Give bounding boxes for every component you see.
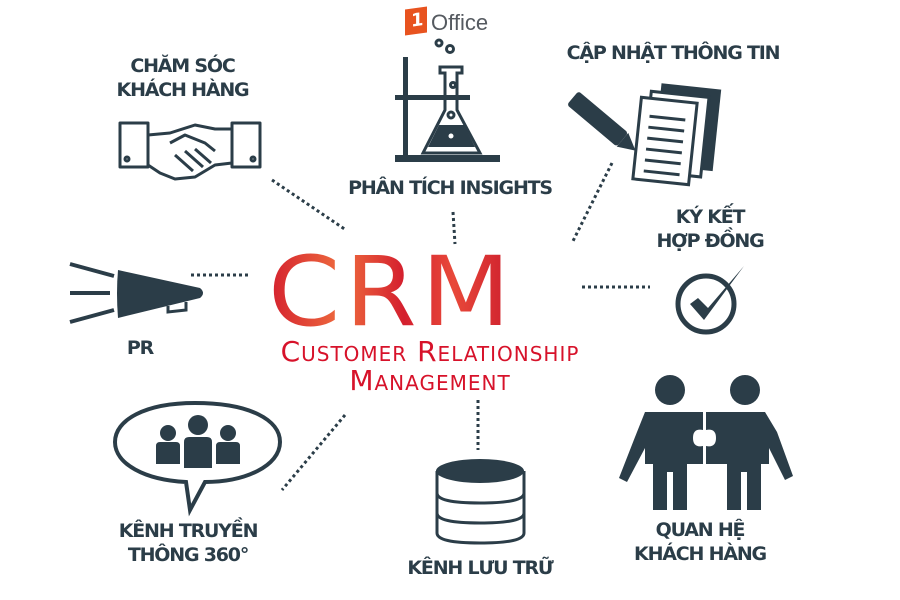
channels360-label: KÊNH TRUYỀN THÔNG 360°	[118, 520, 259, 566]
insights-label: PHÂN TÍCH INSIGHTS	[348, 177, 553, 199]
checkmark-circle-icon	[675, 266, 744, 335]
contract-label: KÝ KẾT HỢP ĐỒNG	[656, 206, 764, 252]
relationship-label: QUAN HỆ KHÁCH HÀNG	[634, 519, 767, 565]
storage-label: KÊNH LƯU TRỮ	[407, 557, 553, 579]
pencil-documents-icon	[568, 83, 722, 187]
crm-subtitle-line1: Customer Relationship	[280, 335, 580, 368]
crm-subtitle-line2: Management	[349, 364, 511, 397]
pr-label: PR	[126, 337, 154, 359]
update-info-label: CẬP NHẬT THÔNG TIN	[566, 42, 781, 64]
puzzle-people-icon	[619, 375, 793, 510]
logo-text: Office	[431, 10, 489, 35]
customer-care-label: CHĂM SÓC KHÁCH HÀNG	[116, 55, 250, 101]
lab-flask-icon	[395, 38, 500, 162]
crm-title: CRM	[268, 236, 515, 348]
database-icon	[435, 459, 526, 545]
handshake-icon	[118, 121, 262, 181]
speech-bubble-people-icon	[112, 400, 283, 517]
megaphone-icon	[69, 262, 203, 324]
